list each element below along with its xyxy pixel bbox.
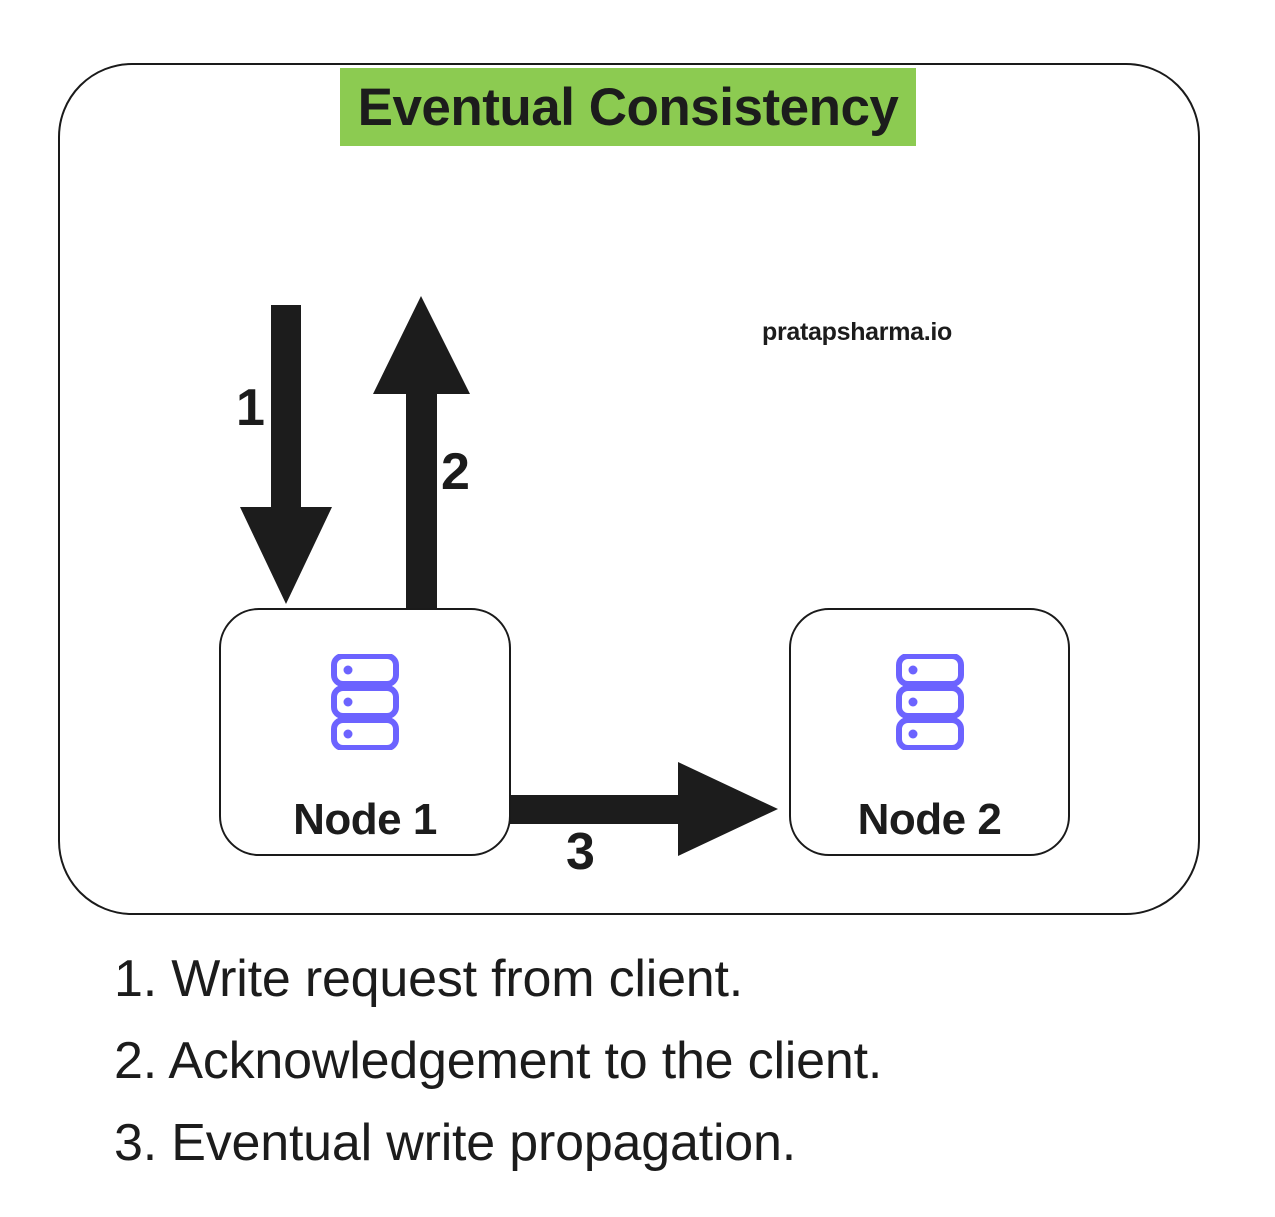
legend-item-2: 2. Acknowledgement to the client. [114, 1032, 883, 1091]
legend-list: 1. Write request from client. 2. Acknowl… [114, 938, 1114, 1184]
arrow-2-number: 2 [441, 443, 470, 501]
legend-item-1: 1. Write request from client. [114, 950, 744, 1008]
node-2-label: Node 2 [857, 794, 1002, 844]
watermark-text: pratapsharma.io [762, 318, 953, 346]
page-title: Eventual Consistency [357, 77, 899, 137]
node-2-box[interactable]: Node 2 [789, 608, 1070, 856]
legend-item-3: 3. Eventual write propagation. [114, 1114, 796, 1173]
server-stack-icon [331, 654, 399, 750]
node-1-box[interactable]: Node 1 [219, 608, 511, 856]
node-1-label: Node 1 [293, 794, 437, 844]
arrow-1-number: 1 [236, 379, 265, 437]
arrow-3-number: 3 [566, 823, 595, 881]
server-stack-icon [895, 654, 964, 750]
diagram-title-highlight: Eventual Consistency [340, 68, 916, 146]
